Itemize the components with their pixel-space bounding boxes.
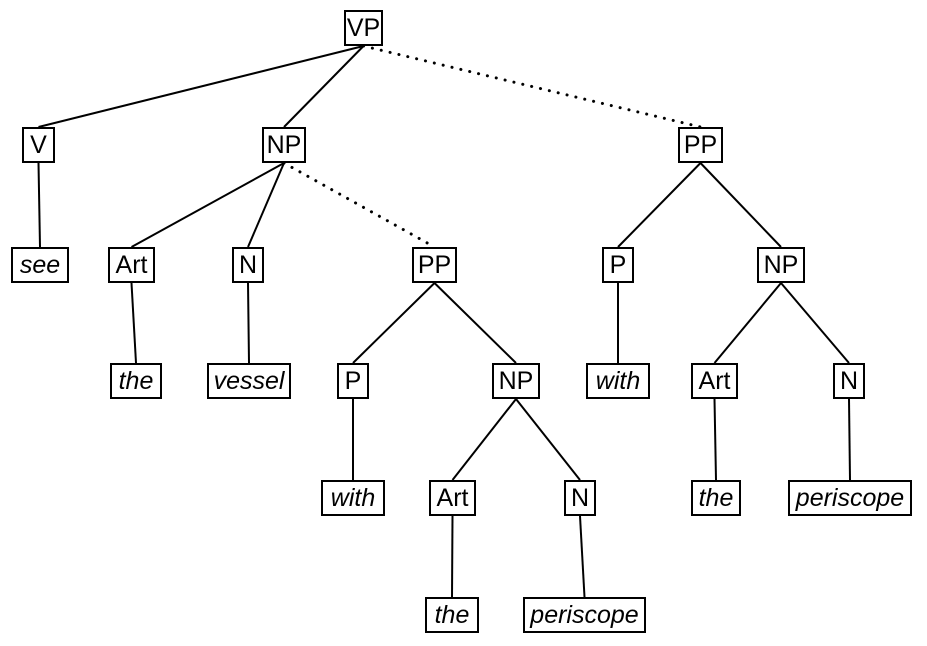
tree-node-vessel: vessel (207, 363, 291, 399)
tree-edge-n-right-periscope (848, 398, 851, 481)
tree-node-label: PP (417, 250, 452, 279)
tree-edge-pp-mid-np-mid (433, 282, 517, 364)
tree-node-n_mid: N (564, 480, 596, 516)
tree-node-label: with (595, 366, 641, 395)
tree-node-with_r: with (586, 363, 650, 399)
tree-node-label: Art (698, 366, 731, 395)
tree-node-art1: Art (108, 247, 155, 283)
tree-edge-np1-pp-mid (282, 161, 436, 249)
tree-edge-vp-np1 (283, 45, 365, 128)
tree-edge-art-right-the (713, 398, 717, 481)
tree-node-np_right: NP (757, 247, 805, 283)
tree-edge-vp-v (38, 45, 364, 128)
tree-edge-v-see (37, 162, 41, 248)
tree-node-with_m: with (321, 480, 385, 516)
tree-node-v: V (22, 127, 55, 163)
tree-node-label: periscope (795, 483, 905, 512)
tree-node-label: the (698, 483, 734, 512)
tree-node-label: Art (436, 483, 469, 512)
tree-edge-np1-art1 (131, 162, 285, 248)
tree-node-p_mid: P (337, 363, 369, 399)
tree-edge-pp-right-p-right (617, 162, 702, 248)
tree-edge-np-mid-n-mid (515, 398, 581, 481)
tree-edge-n1-vessel (247, 282, 250, 364)
tree-node-label: NP (498, 366, 534, 395)
tree-node-vp: VP (344, 10, 383, 46)
tree-node-art_mid: Art (429, 480, 476, 516)
tree-node-p_right: P (602, 247, 634, 283)
tree-node-label: NP (763, 250, 799, 279)
tree-node-np1: NP (262, 127, 306, 163)
tree-edge-art1-the1 (130, 282, 137, 364)
tree-node-label: P (609, 250, 627, 279)
tree-node-label: vessel (213, 366, 285, 395)
tree-node-art_right: Art (691, 363, 738, 399)
tree-edge-art-mid-the (451, 515, 454, 598)
tree-node-label: N (570, 483, 590, 512)
tree-node-see: see (11, 247, 69, 283)
tree-node-the_r: the (691, 480, 741, 516)
tree-edge-n-mid-periscope (579, 515, 586, 598)
tree-node-label: N (238, 250, 258, 279)
tree-node-label: V (30, 130, 47, 159)
tree-node-pp_mid: PP (412, 247, 457, 283)
tree-node-label: PP (683, 130, 718, 159)
tree-node-the_m: the (425, 597, 479, 633)
tree-node-the1: the (110, 363, 162, 399)
tree-edge-pp-right-np-right (699, 162, 782, 248)
tree-node-label: periscope (530, 600, 639, 629)
tree-edge-np-right-art-right (713, 282, 782, 364)
tree-node-label: the (434, 600, 470, 629)
tree-edge-pp-mid-p-mid (352, 282, 436, 364)
tree-node-label: N (839, 366, 859, 395)
tree-node-label: with (330, 483, 376, 512)
tree-edge-np1-n1 (247, 162, 285, 248)
tree-edge-np-right-n-right (780, 282, 850, 364)
tree-node-n1: N (232, 247, 264, 283)
tree-node-label: the (118, 366, 154, 395)
tree-edge-np-mid-art-mid (451, 398, 517, 481)
tree-node-label: VP (346, 13, 381, 42)
tree-node-label: see (19, 250, 61, 279)
tree-node-peri_r: periscope (788, 480, 912, 516)
tree-node-peri_m: periscope (523, 597, 646, 633)
tree-node-pp_right: PP (678, 127, 723, 163)
tree-node-label: NP (266, 130, 302, 159)
tree-node-n_right: N (833, 363, 865, 399)
tree-edge-vp-pp-right (362, 44, 702, 129)
tree-node-label: Art (115, 250, 148, 279)
tree-node-label: P (344, 366, 362, 395)
tree-node-np_mid: NP (492, 363, 540, 399)
